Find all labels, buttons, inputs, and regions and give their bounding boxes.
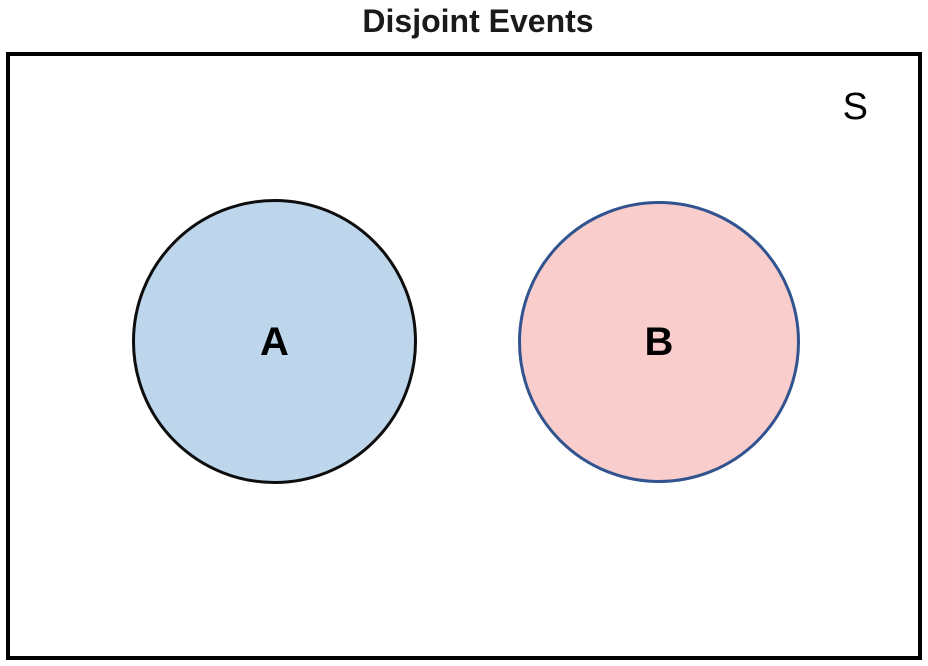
set-label-a: A [260,319,289,364]
set-label-b: B [644,320,674,364]
set-circle-a: A [132,199,417,484]
sample-space-rect: S A B [6,52,922,660]
sample-space-label: S [842,86,868,128]
diagram-title: Disjoint Events [362,3,594,39]
set-circle-b: B [518,201,800,483]
